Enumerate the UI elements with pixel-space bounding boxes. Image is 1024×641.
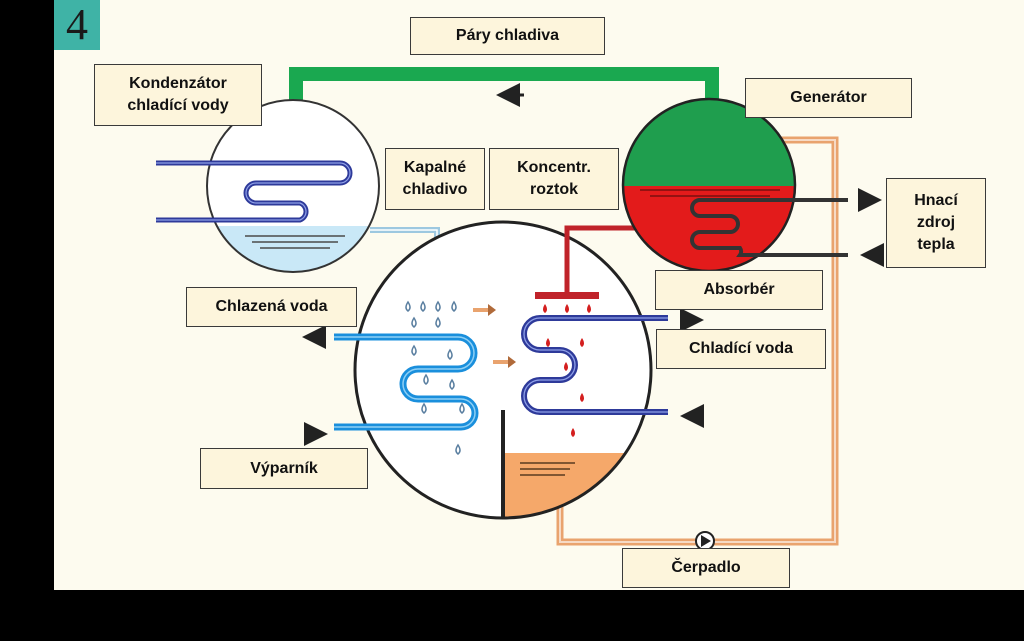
label-cooling-water: Chladící voda <box>656 329 826 369</box>
solution-to-absorber-pipe <box>556 500 698 546</box>
label-generator: Generátor <box>745 78 912 118</box>
condenser-vessel <box>206 99 380 273</box>
label-chilled-water: Chlazená voda <box>186 287 357 327</box>
label-evaporator: Výparník <box>200 448 368 489</box>
generator-heating-coil <box>690 198 848 257</box>
refrigerant-droplets <box>405 300 465 455</box>
label-heat-source: Hnací zdroj tepla <box>886 178 986 268</box>
label-absorber: Absorbér <box>655 270 823 310</box>
label-liquid-refrigerant: Kapalné chladivo <box>385 148 485 210</box>
cooling-water-arrows <box>680 308 704 428</box>
chilled-water-arrows <box>302 325 328 446</box>
label-concentrated-solution: Koncentr. roztok <box>489 148 619 210</box>
label-condenser: Kondenzátor chladící vody <box>94 64 262 126</box>
concentrated-solution-pipe <box>564 225 640 292</box>
solution-droplets <box>543 304 591 437</box>
heat-source-arrows <box>858 188 884 267</box>
absorber-sprayer <box>535 292 599 299</box>
vapor-pipe <box>289 67 719 102</box>
internal-vapor-arrows <box>473 304 516 368</box>
label-vapor: Páry chladiva <box>410 17 605 55</box>
label-pump: Čerpadlo <box>622 548 790 588</box>
figure-number-badge: 4 <box>54 0 100 50</box>
